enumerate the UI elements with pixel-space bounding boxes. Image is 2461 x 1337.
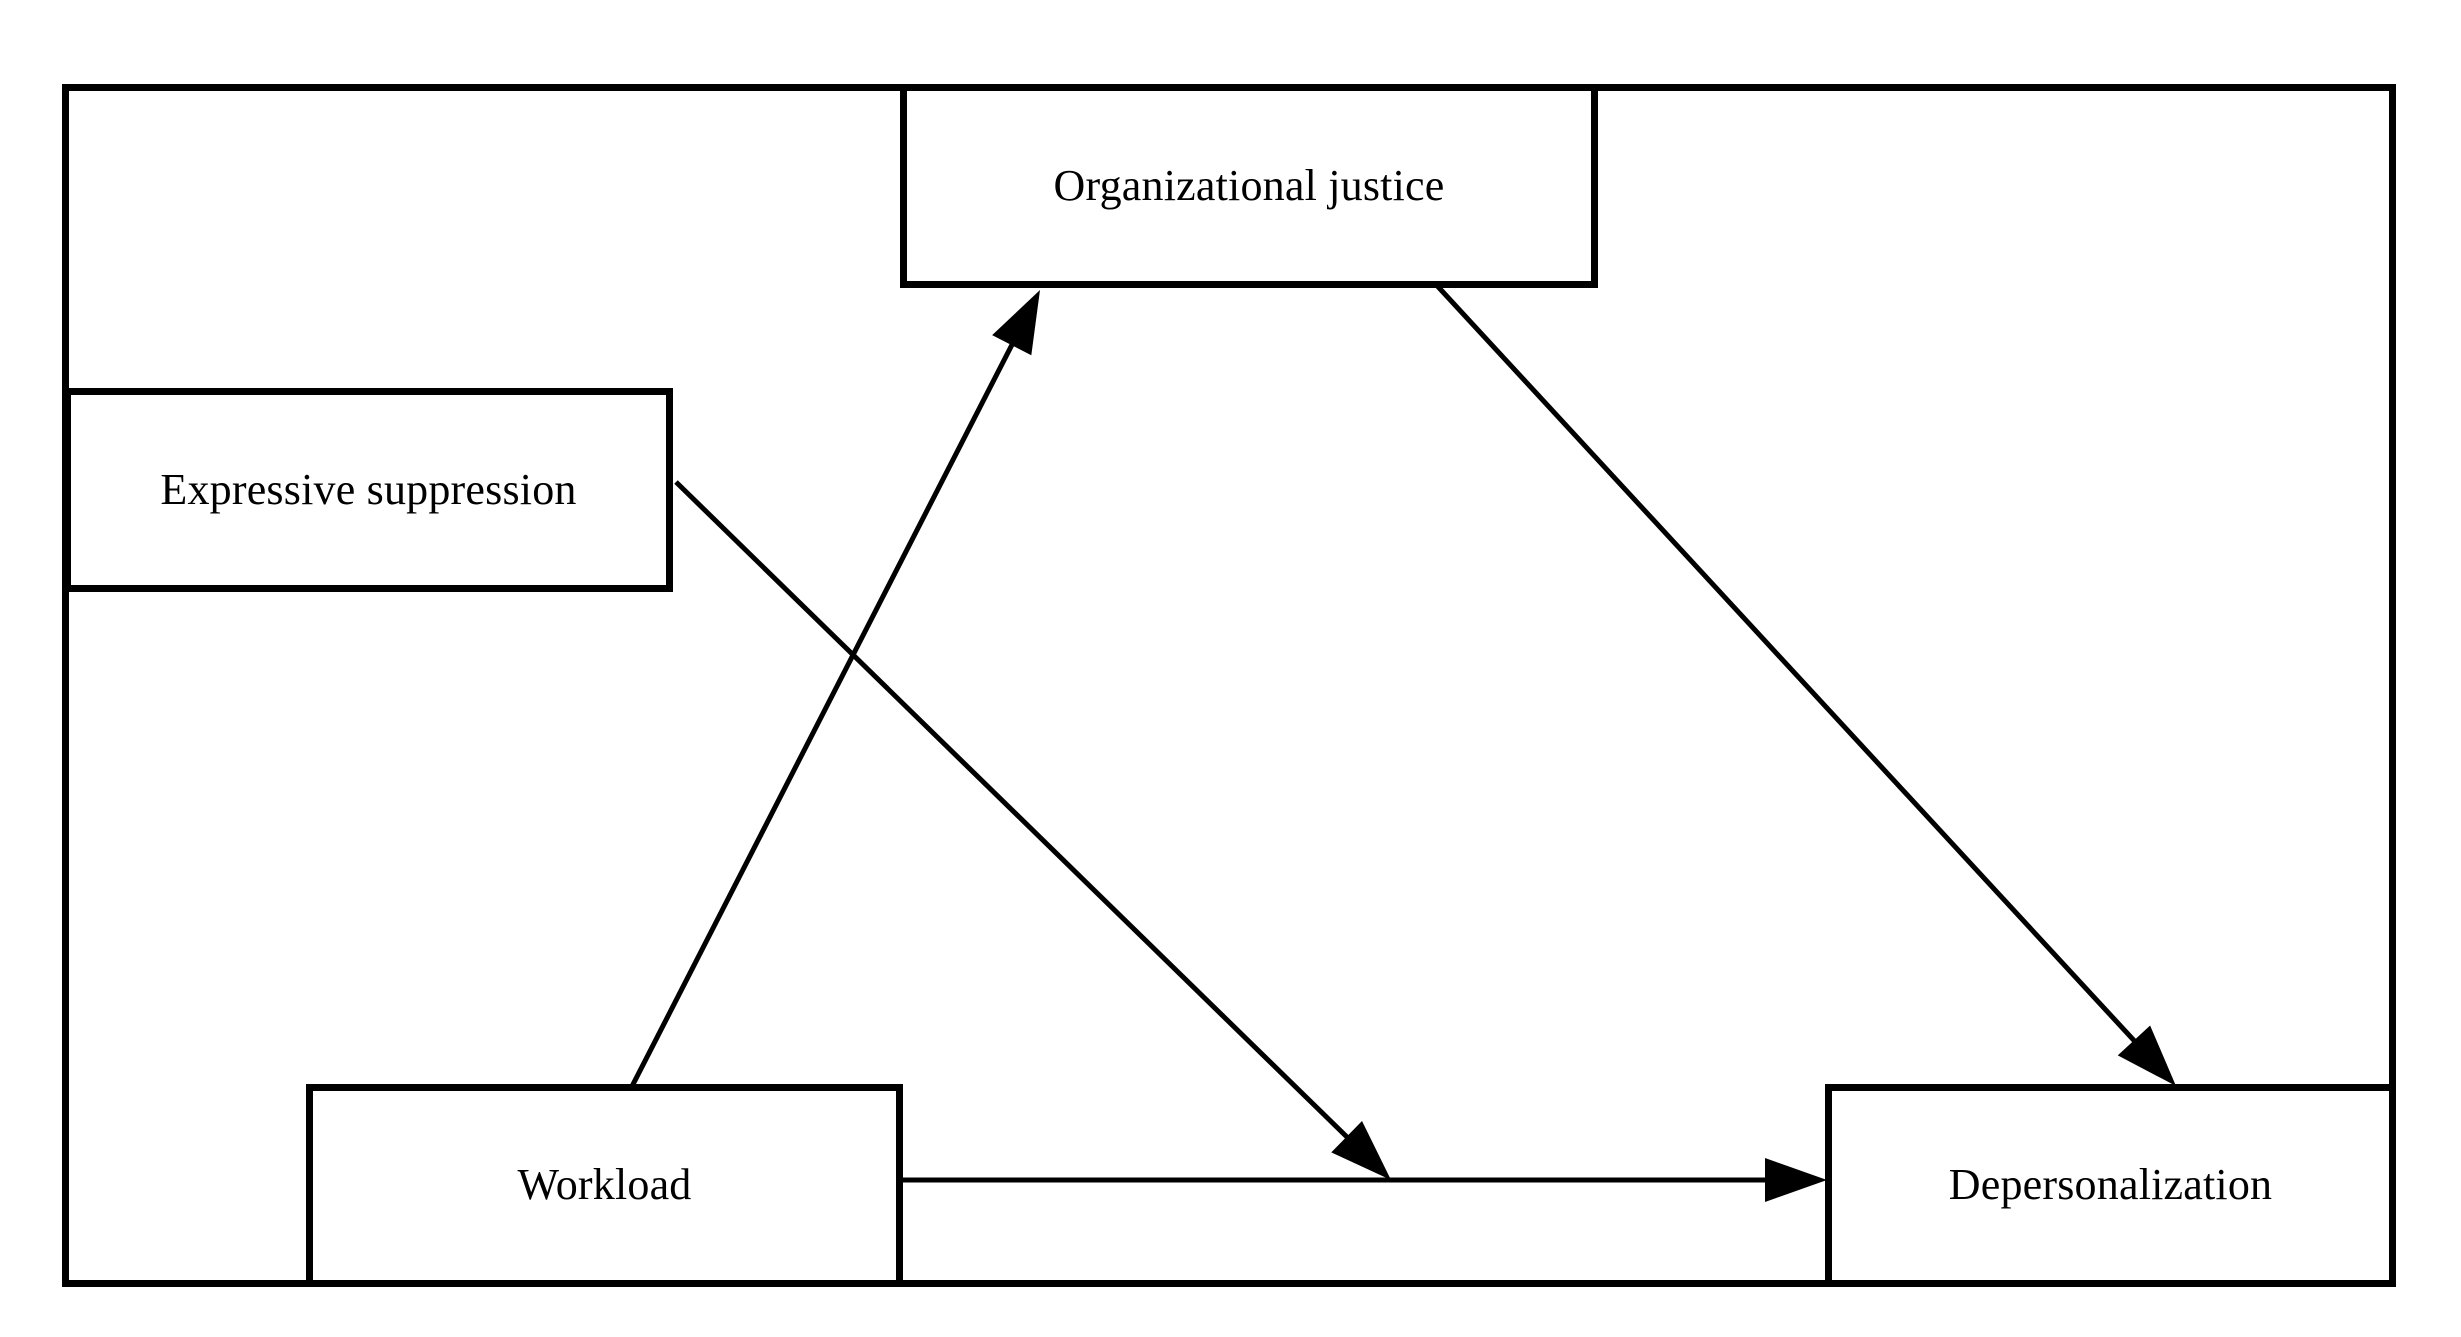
edge-workload-to-organizational-justice (622, 290, 1040, 1102)
arrowhead-icon (992, 290, 1040, 356)
node-box-workload[interactable] (306, 1084, 903, 1287)
edge-layer (622, 263, 2176, 1202)
node-layer (64, 84, 2396, 1287)
edge-expressive-suppression-to-depersonalization (674, 480, 1391, 1180)
edge-line (1416, 263, 2140, 1047)
arrowhead-icon (1765, 1158, 1827, 1202)
edge-line (622, 338, 1017, 1102)
edge-organizational-justice-to-depersonalization (1416, 263, 2176, 1086)
node-box-organizational-justice[interactable] (900, 84, 1598, 288)
node-box-depersonalization[interactable] (1825, 1084, 2396, 1287)
edge-workload-to-depersonalization (903, 1158, 1827, 1202)
arrowhead-icon (2117, 1025, 2176, 1086)
edge-line (674, 480, 1353, 1143)
arrowhead-icon (1331, 1120, 1391, 1180)
node-box-expressive-suppression[interactable] (64, 388, 673, 592)
